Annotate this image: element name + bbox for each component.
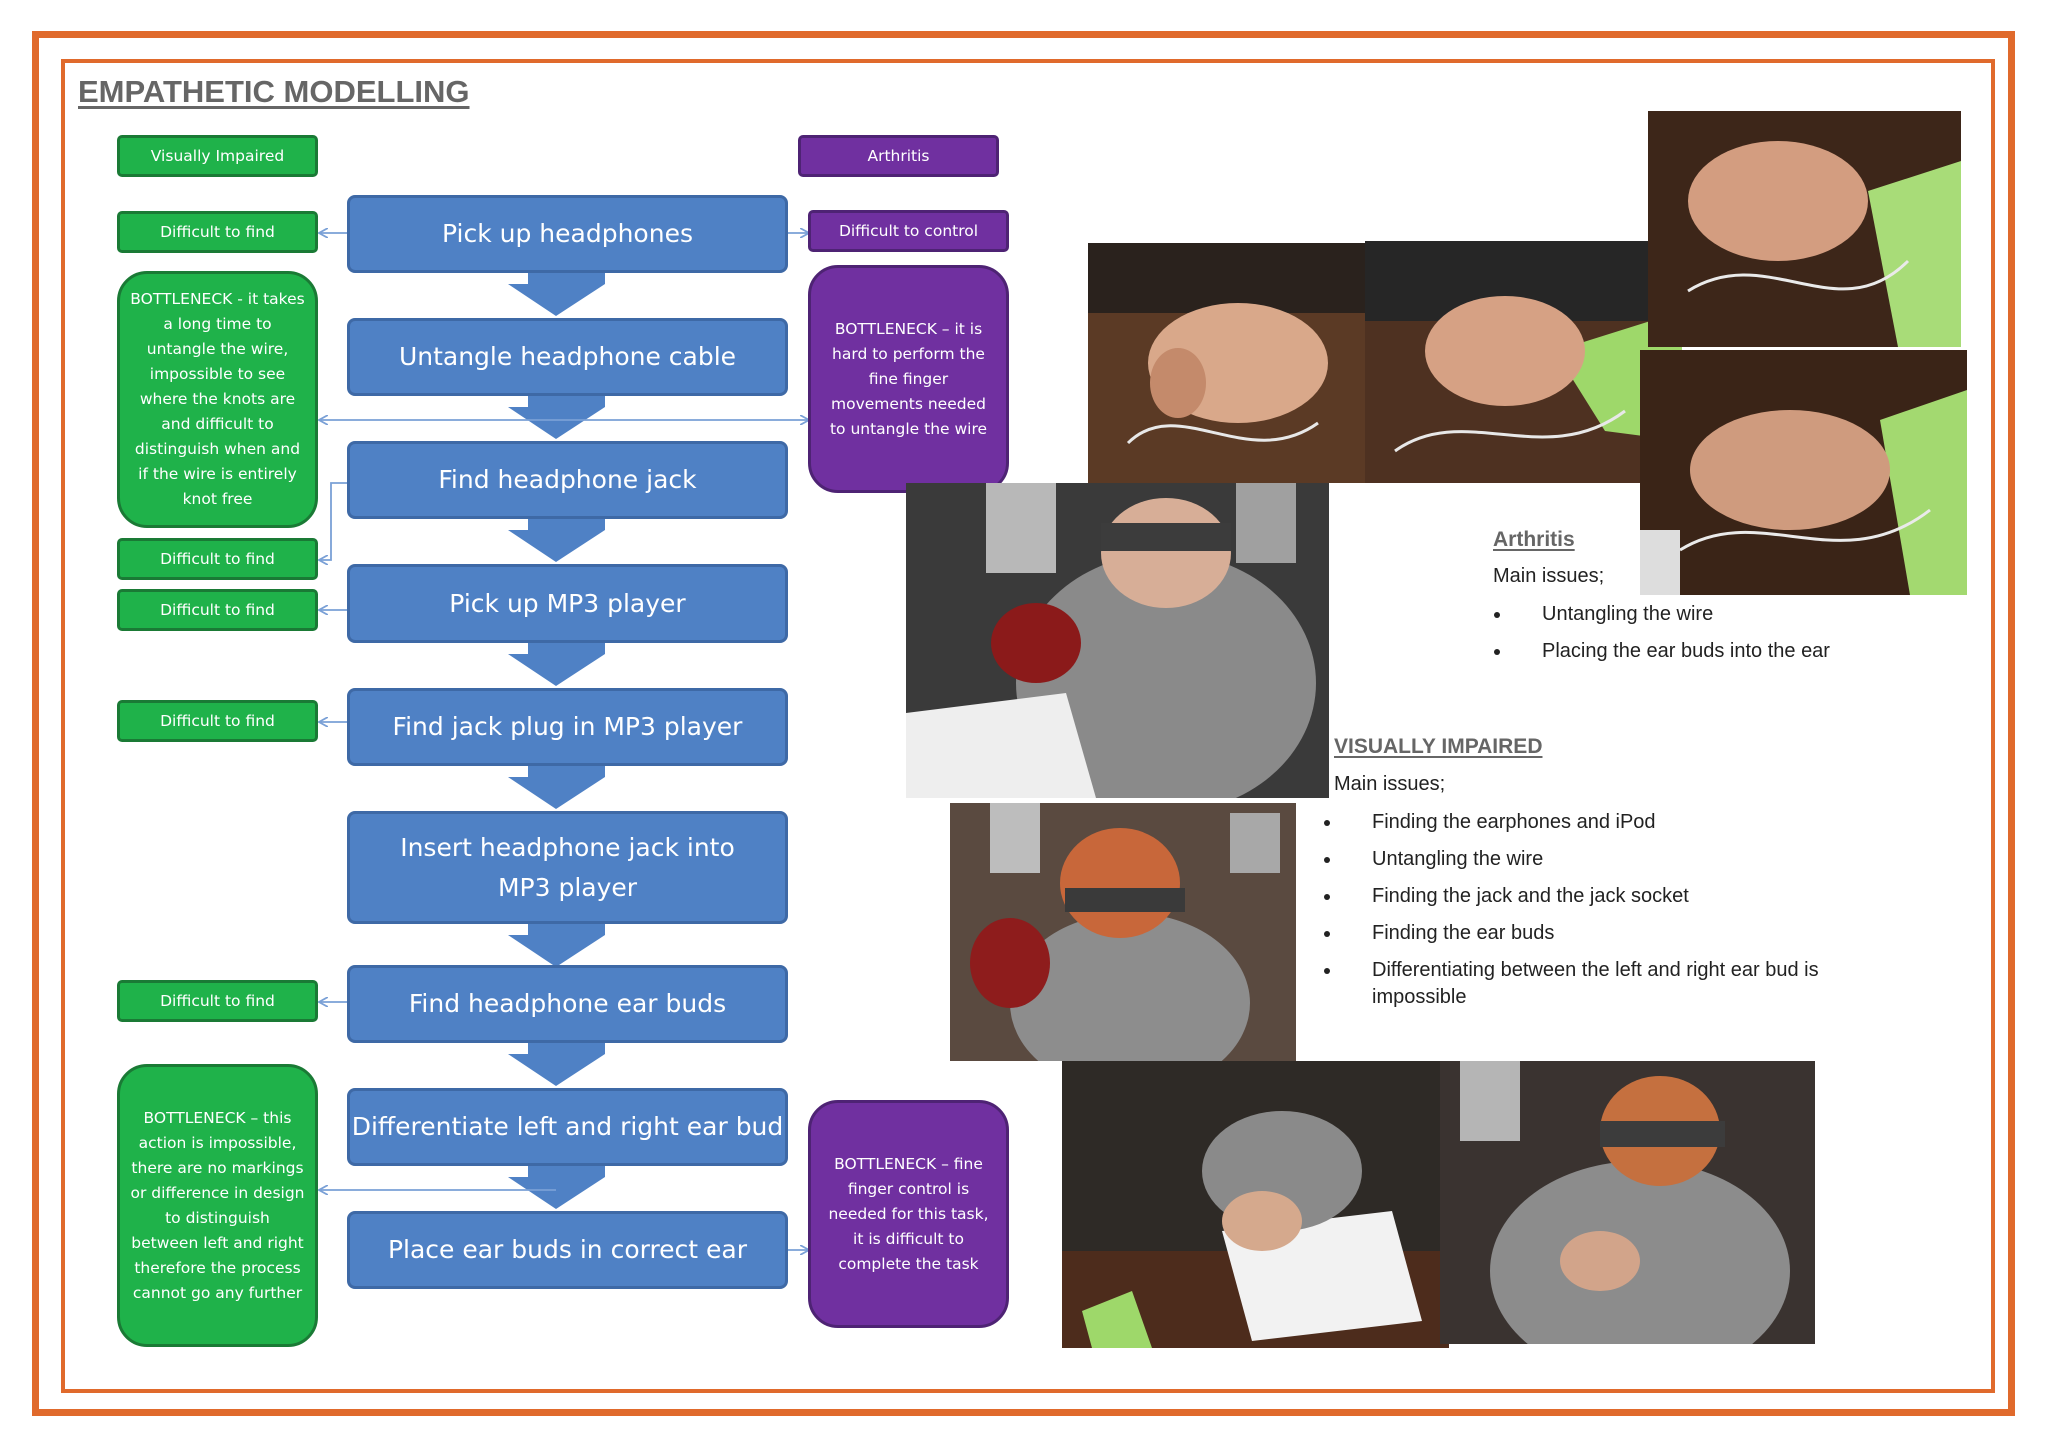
arthritis-bottleneck-untangle: BOTTLENECK – it is hard to perform the f… — [808, 265, 1009, 493]
step-insert-headphone-jack: Insert headphone jack into MP3 player — [347, 811, 788, 924]
arthritis-notes-heading: Arthritis — [1493, 528, 1575, 551]
vi-difficult-to-find-4: Difficult to find — [117, 700, 318, 742]
vi-issue: Finding the earphones and iPod — [1324, 809, 1872, 836]
photo-visually-impaired-1 — [906, 483, 1329, 798]
step-pick-up-headphones: Pick up headphones — [347, 195, 788, 273]
vi-difficult-to-find-3: Difficult to find — [117, 589, 318, 631]
arthritis-header: Arthritis — [798, 135, 999, 177]
visually-impaired-notes-intro: Main issues; — [1334, 773, 1446, 795]
photo-visually-impaired-3 — [1062, 1061, 1449, 1348]
arthritis-notes-intro: Main issues; — [1493, 565, 1605, 587]
step-find-jack-plug: Find jack plug in MP3 player — [347, 688, 788, 766]
vi-bottleneck-untangle: BOTTLENECK - it takes a long time to unt… — [117, 271, 318, 528]
photo-arthritis-hands-4 — [1640, 350, 1967, 595]
vi-difficult-to-find-5: Difficult to find — [117, 980, 318, 1022]
photo-visually-impaired-2 — [950, 803, 1296, 1061]
visually-impaired-notes-heading: VISUALLY IMPAIRED — [1334, 735, 1543, 758]
vi-issue: Differentiating between the left and rig… — [1324, 957, 1872, 1011]
arthritis-issue: Untangling the wire — [1494, 601, 1962, 628]
arthritis-difficult-to-control: Difficult to control — [808, 210, 1009, 252]
step-find-headphone-jack: Find headphone jack — [347, 441, 788, 519]
arthritis-bottleneck-place: BOTTLENECK – fine finger control is need… — [808, 1100, 1009, 1328]
outer-frame — [32, 31, 2015, 1416]
vi-issue: Finding the ear buds — [1324, 920, 1872, 947]
vi-issue: Untangling the wire — [1324, 846, 1872, 873]
step-place-ear-buds: Place ear buds in correct ear — [347, 1211, 788, 1289]
vi-issue: Finding the jack and the jack socket — [1324, 883, 1872, 910]
photo-arthritis-hands-3 — [1648, 111, 1961, 347]
vi-difficult-to-find-1: Difficult to find — [117, 211, 318, 253]
page-title: EMPATHETIC MODELLING — [78, 74, 470, 109]
visually-impaired-header: Visually Impaired — [117, 135, 318, 177]
photo-arthritis-hands-2 — [1365, 241, 1682, 483]
vi-bottleneck-differentiate: BOTTLENECK – this action is impossible, … — [117, 1064, 318, 1347]
step-untangle-headphone-cable: Untangle headphone cable — [347, 318, 788, 396]
arthritis-issue: Placing the ear buds into the ear — [1494, 638, 1962, 665]
step-differentiate-ear-buds: Differentiate left and right ear bud — [347, 1088, 788, 1166]
step-find-ear-buds: Find headphone ear buds — [347, 965, 788, 1043]
inner-frame — [61, 59, 1995, 1393]
photo-arthritis-hands-1 — [1088, 243, 1371, 483]
step-pick-up-mp3-player: Pick up MP3 player — [347, 564, 788, 643]
photo-visually-impaired-4 — [1440, 1061, 1815, 1344]
vi-difficult-to-find-2: Difficult to find — [117, 538, 318, 580]
